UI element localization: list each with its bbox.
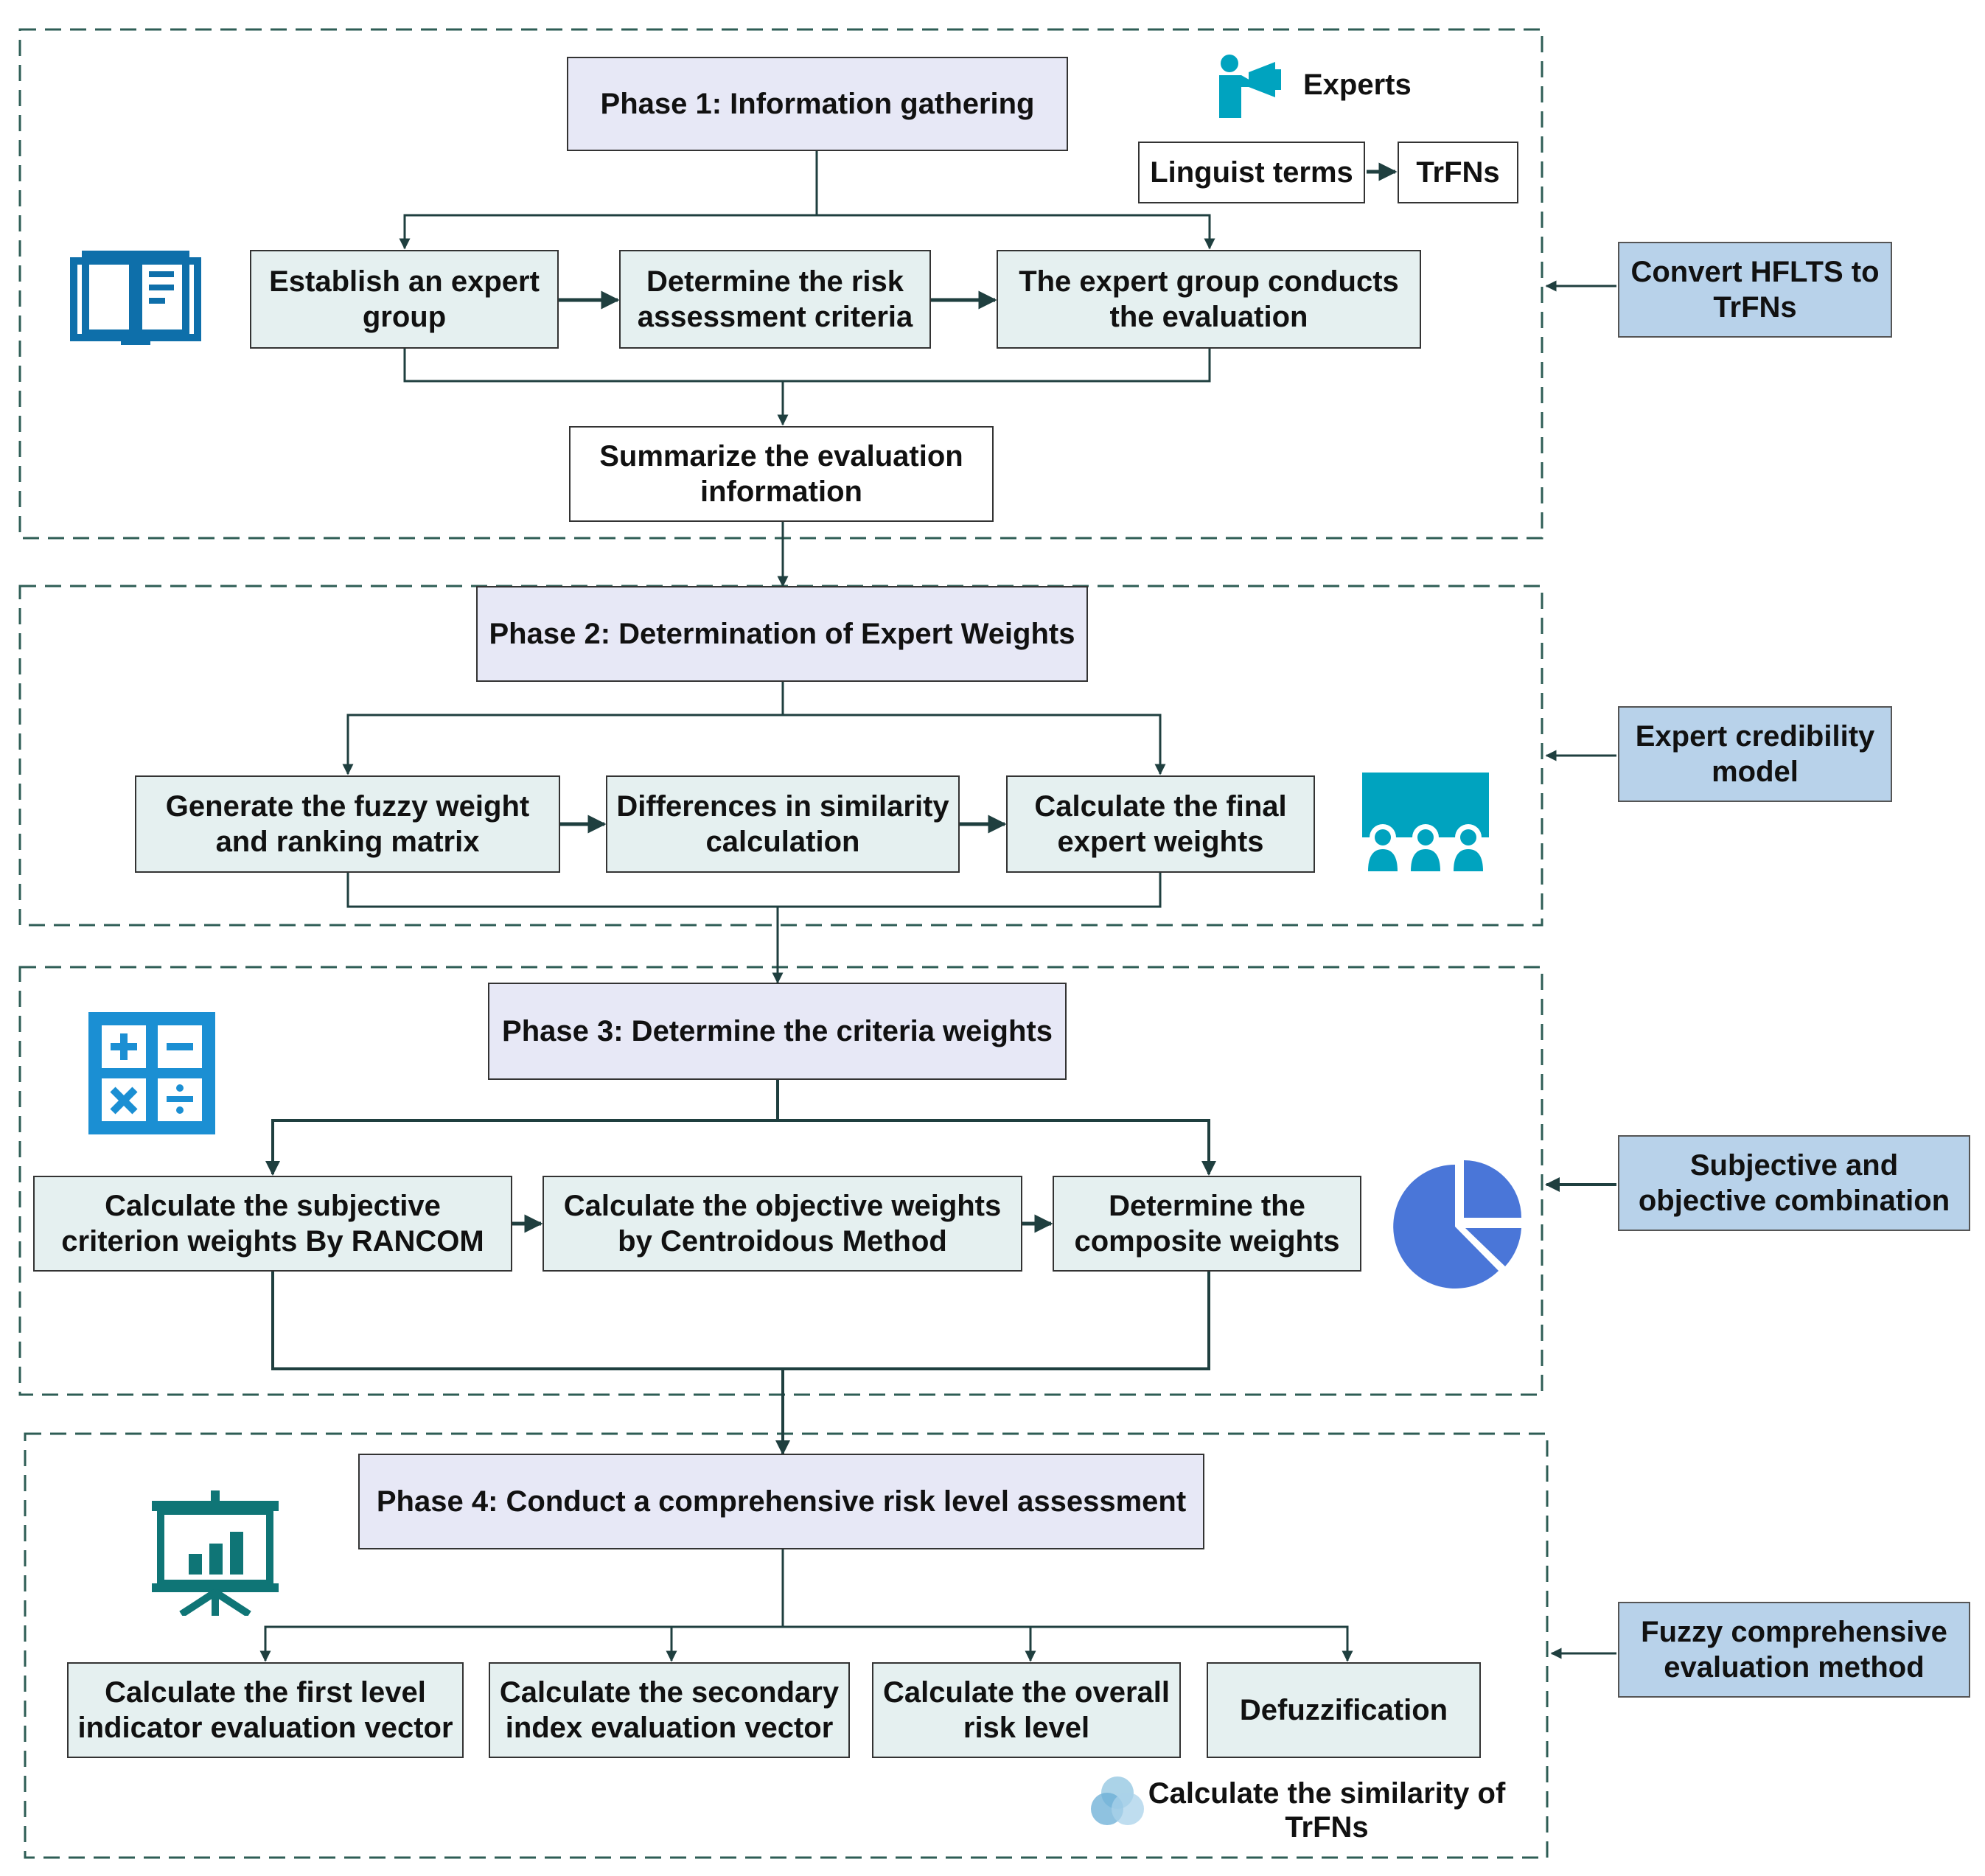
- p1-merge-line: [403, 349, 1211, 425]
- linguist-terms-box: Linguist terms: [1138, 142, 1365, 203]
- meeting-icon: [1362, 773, 1489, 873]
- pie-chart-icon: [1392, 1157, 1524, 1290]
- p4-split-line: [264, 1549, 1347, 1661]
- trfns-box: TrFNs: [1398, 142, 1518, 203]
- phase3-title: Phase 3: Determine the criteria weights: [488, 983, 1067, 1080]
- p2-merge-line: [346, 873, 1162, 983]
- phase2-title: Phase 2: Determination of Expert Weights: [476, 586, 1088, 682]
- defuzzification: Defuzzification: [1207, 1662, 1481, 1758]
- experts-label: Experts: [1303, 69, 1412, 101]
- p3-split-line: [271, 1080, 1209, 1174]
- phase4-frame: [24, 1432, 1549, 1859]
- phase3-frame: [18, 966, 1543, 1396]
- venn-icon: [1089, 1775, 1145, 1827]
- p1-split-line: [403, 151, 1210, 248]
- p3-merge-line: [271, 1272, 1210, 1454]
- phase1-title: Phase 1: Information gathering: [567, 57, 1068, 151]
- phase4-title: Phase 4: Conduct a comprehensive risk le…: [358, 1454, 1204, 1549]
- p2-split-line: [346, 682, 1160, 774]
- calculator-icon: [88, 1012, 215, 1134]
- speaker-expert-icon: [1216, 53, 1283, 119]
- phase1-frame: [18, 28, 1543, 540]
- presentation-board-icon: [152, 1490, 279, 1616]
- book-icon: [69, 251, 202, 346]
